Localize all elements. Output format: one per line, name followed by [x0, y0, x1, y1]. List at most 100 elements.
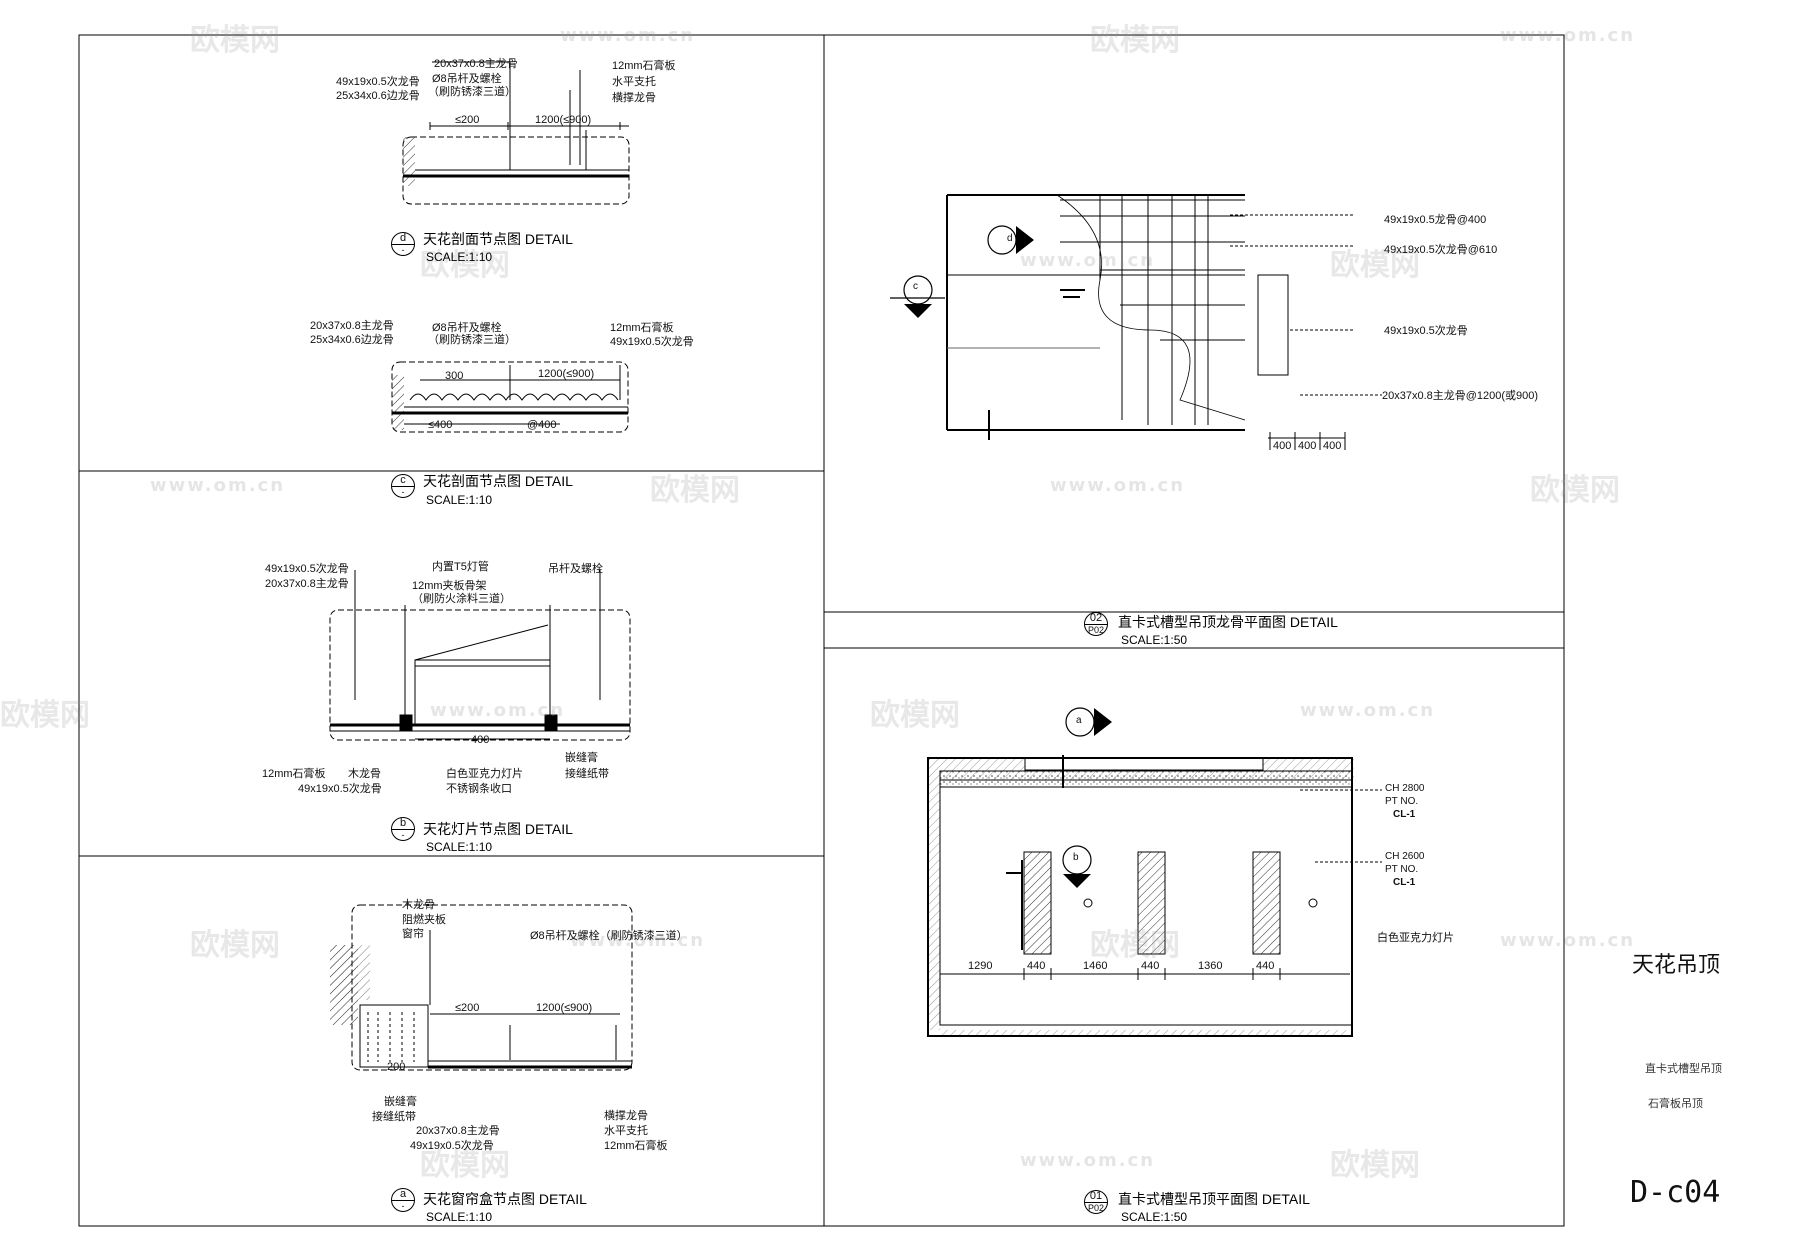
watermark-url: www.om.cn	[560, 25, 696, 46]
annotation: 20x37x0.8主龙骨	[310, 320, 394, 332]
annotation: 49x19x0.5次龙骨	[610, 336, 694, 348]
annotation: 水平支托	[604, 1125, 648, 1137]
annotation: 嵌缝膏	[384, 1096, 417, 1108]
dimension: 1290	[968, 960, 993, 972]
annotation: 内置T5灯管	[432, 561, 489, 573]
annotation: 接缝纸带	[372, 1111, 416, 1123]
annotation: 49x19x0.5次龙骨	[298, 783, 382, 795]
watermark-url: www.om.cn	[1500, 25, 1636, 46]
annotation: （刷防锈漆三道）	[428, 86, 516, 98]
section-marker-label: c	[913, 281, 918, 292]
annotation: 横撑龙骨	[612, 92, 656, 104]
detail-c-drawing	[391, 361, 629, 433]
annotation: 49x19x0.5次龙骨	[336, 76, 420, 88]
annotation: 25x34x0.6边龙骨	[336, 90, 420, 102]
watermark-logo: 欧模网	[870, 698, 960, 733]
annotation: 20x37x0.8主龙骨	[434, 58, 518, 70]
dimension: ≤200	[455, 114, 480, 126]
watermark-url: www.om.cn	[1020, 1150, 1156, 1171]
annotation: 白色亚克力灯片	[446, 768, 523, 780]
annotation: 12mm夹板骨架	[412, 580, 487, 592]
dimension: 400	[1273, 440, 1292, 452]
detail-title: 直卡式槽型吊顶平面图 DETAIL	[1118, 1191, 1310, 1207]
watermark-logo: 欧模网	[190, 23, 280, 58]
watermark-url: www.om.cn	[150, 475, 286, 496]
annotation: 不锈钢条收口	[446, 783, 512, 795]
watermark-logo: 欧模网	[1530, 473, 1620, 508]
watermark-url: www.om.cn	[1020, 250, 1156, 271]
dimension: ≤400	[428, 419, 453, 431]
detail-scale: SCALE:1:10	[426, 1210, 493, 1224]
watermark-logo: 欧模网	[650, 473, 740, 508]
annotation: 接缝纸带	[565, 768, 609, 780]
annotation: 窗帘	[402, 928, 424, 940]
detail-title: 天花剖面节点图 DETAIL	[423, 473, 573, 489]
dimension: 440	[1141, 960, 1160, 972]
sheet-note: 石膏板吊顶	[1648, 1098, 1703, 1110]
dimension: 400	[1323, 440, 1342, 452]
section-marker-label: a	[1076, 715, 1082, 726]
annotation: 吊杆及螺栓	[548, 563, 603, 575]
detail-title: 天花灯片节点图 DETAIL	[423, 821, 573, 837]
annotation: 49x19x0.5次龙骨	[265, 563, 349, 575]
detail-scale: SCALE:1:10	[426, 840, 493, 854]
ceiling-tag: CH 2600 PT NO. CL-1	[1385, 851, 1425, 888]
annotation: 12mm石膏板	[262, 768, 326, 780]
dimension: 440	[1027, 960, 1046, 972]
detail-bubble: d-	[391, 232, 415, 256]
sheet-title: 天花吊顶	[1632, 952, 1721, 977]
annotation: 49x19x0.5次龙骨@610	[1384, 244, 1498, 256]
dimension: 440	[1256, 960, 1275, 972]
annotation: （刷防火涂料三道）	[412, 593, 511, 605]
annotation: 12mm石膏板	[612, 60, 676, 72]
watermark-url: www.om.cn	[1500, 930, 1636, 951]
drawing-number: D-c04	[1630, 1175, 1721, 1210]
watermark-url: www.om.cn	[430, 700, 566, 721]
dimension: 400	[1298, 440, 1317, 452]
annotation: 水平支托	[612, 76, 656, 88]
annotation: （刷防锈漆三道）	[428, 334, 516, 346]
annotation: 横撑龙骨	[604, 1110, 648, 1122]
watermark-url: www.om.cn	[570, 930, 706, 951]
watermark-logo: 欧模网	[190, 928, 280, 963]
annotation: 木龙骨	[348, 768, 381, 780]
dimension: 1200(≤900)	[535, 114, 592, 126]
annotation: 木龙骨	[402, 899, 435, 911]
dimension: 400	[471, 734, 490, 746]
detail-bubble: b-	[391, 817, 415, 841]
dimension: 1200(≤900)	[536, 1002, 593, 1014]
dimension: ≤200	[455, 1002, 480, 1014]
watermark-logo: 欧模网	[1090, 23, 1180, 58]
plan-01-drawing	[927, 755, 1382, 1037]
annotation: 49x19x0.5龙骨@400	[1384, 214, 1487, 226]
annotation: Ø8吊杆及螺栓（刷防锈漆三道）	[530, 930, 688, 942]
dimension: 1460	[1083, 960, 1108, 972]
detail-scale: SCALE:1:10	[426, 250, 493, 264]
dimension: 1360	[1198, 960, 1223, 972]
annotation: 25x34x0.6边龙骨	[310, 334, 394, 346]
annotation: Ø8吊杆及螺栓	[432, 73, 502, 85]
detail-d-drawing	[402, 61, 630, 205]
detail-scale: SCALE:1:50	[1121, 633, 1188, 647]
ceiling-tag: CH 2800 PT NO. CL-1	[1385, 783, 1425, 820]
annotation: 20x37x0.8主龙骨	[416, 1125, 500, 1137]
annotation: Ø8吊杆及螺栓	[432, 322, 502, 334]
annotation: 49x19x0.5次龙骨	[1384, 325, 1468, 337]
annotation: 12mm石膏板	[604, 1140, 668, 1152]
watermark-logo: 欧模网	[1090, 928, 1180, 963]
sheet-frame	[78, 34, 1565, 1227]
watermark-url: www.om.cn	[1300, 700, 1436, 721]
dimension: 200	[387, 1061, 406, 1073]
annotation: 20x37x0.8主龙骨	[265, 578, 349, 590]
dimension: 1200(≤900)	[538, 368, 595, 380]
plan-02-drawing	[946, 194, 1382, 450]
watermark-logo: 欧模网	[1330, 248, 1420, 283]
detail-b-drawing	[329, 570, 631, 741]
light-label: 白色亚克力灯片	[1377, 932, 1454, 944]
detail-title: 天花窗帘盒节点图 DETAIL	[423, 1191, 587, 1207]
watermark-logo: 欧模网	[0, 698, 90, 733]
annotation: 20x37x0.8主龙骨@1200(或900)	[1382, 390, 1539, 402]
